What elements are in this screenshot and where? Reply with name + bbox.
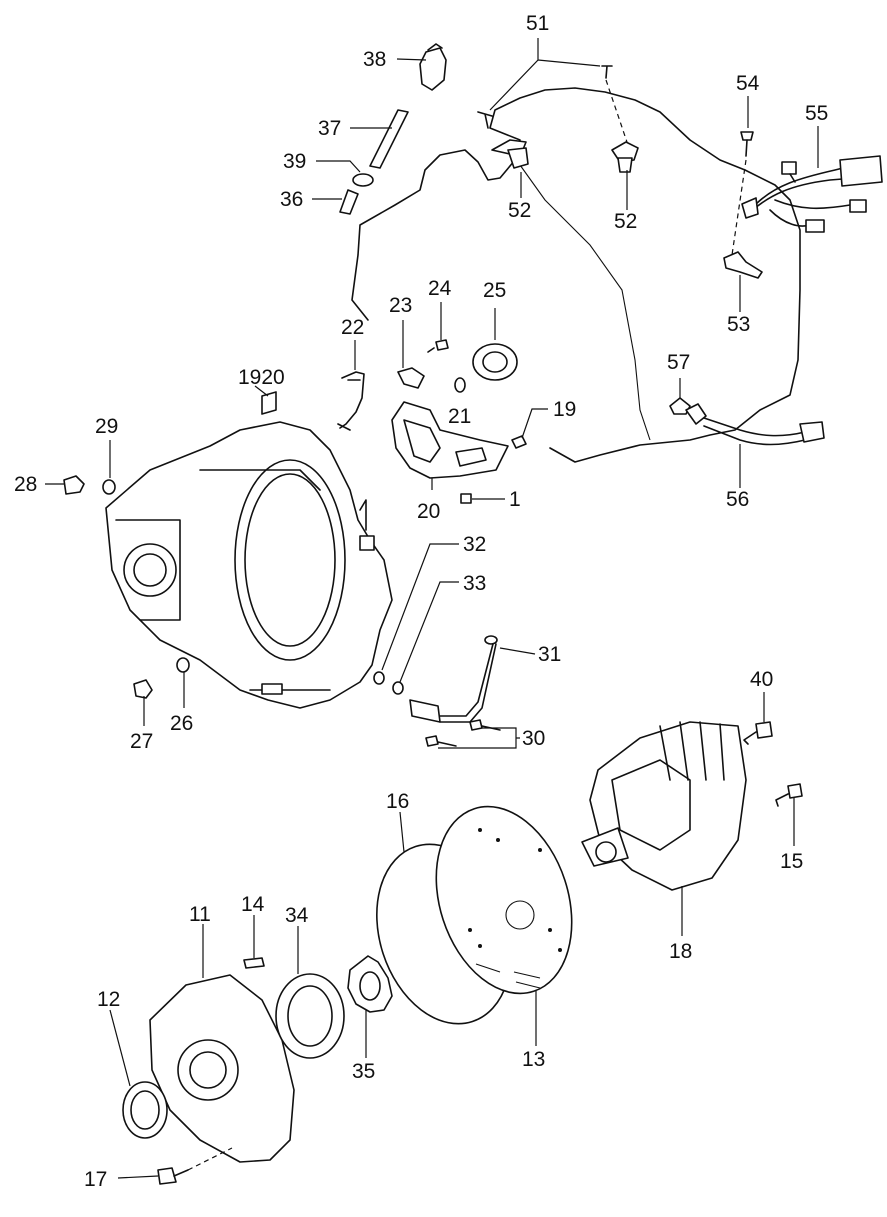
callout-54: 54	[736, 72, 760, 95]
callout-36: 36	[280, 188, 303, 211]
part-55-harness	[741, 155, 883, 233]
part-17-bolt	[157, 1167, 189, 1185]
callout-56: 56	[726, 488, 749, 511]
callout-38: 38	[363, 48, 386, 71]
part-39-clip	[352, 173, 374, 187]
part-25-bearing	[472, 343, 518, 381]
part-18-pump-assembly	[581, 721, 747, 891]
callout-1: 1	[509, 488, 521, 511]
callout-14: 14	[241, 893, 265, 916]
callout-29: 29	[95, 415, 118, 438]
callout-27: 27	[130, 730, 153, 753]
part-40-bolt	[743, 721, 773, 745]
part-28-plug	[63, 475, 85, 495]
callout-11: 11	[189, 903, 211, 926]
callout-26: 26	[170, 712, 193, 735]
part-33-oring	[392, 681, 404, 695]
callout-40: 40	[750, 668, 773, 691]
callout-15: 15	[780, 850, 803, 873]
callout-19: 19	[553, 398, 576, 421]
part-15-bolt	[775, 783, 803, 807]
part-54-bolt	[740, 131, 754, 157]
part-52-sensor-right	[611, 141, 639, 173]
callout-39: 39	[283, 150, 306, 173]
callout-20: 20	[417, 500, 440, 523]
callout-labels: 38 51 54 55 37 39 36 52 52 53 24 25 23 2…	[14, 12, 828, 1191]
converter-housing	[105, 421, 393, 709]
part-24-bolt	[427, 339, 449, 353]
part-27-plug	[133, 679, 153, 699]
part-11-pump-cover	[149, 974, 295, 1163]
part-19-bolt	[511, 435, 527, 449]
callout-34: 34	[285, 904, 309, 927]
part-51-bolt-left	[477, 111, 493, 129]
part-37-tube	[369, 109, 409, 169]
callout-18: 18	[669, 940, 692, 963]
callout-30: 30	[522, 727, 545, 750]
part-36-fitting	[339, 189, 359, 215]
callout-52b: 52	[614, 210, 637, 233]
callout-21: 21	[448, 405, 471, 428]
callout-17: 17	[84, 1168, 107, 1191]
part-56-cable	[685, 403, 825, 446]
part-52-sensor-left	[491, 139, 529, 169]
callout-57: 57	[667, 351, 690, 374]
part-26-oring	[176, 657, 190, 673]
callout-32: 32	[463, 533, 486, 556]
part-21-oring	[454, 377, 466, 393]
leader-lines	[45, 38, 819, 1179]
part-20-cover	[391, 401, 509, 479]
callout-28: 28	[14, 473, 37, 496]
part-22-pipe	[339, 371, 365, 429]
callout-53: 53	[727, 313, 750, 336]
callout-33: 33	[463, 572, 486, 595]
callout-23: 23	[389, 294, 412, 317]
callout-13: 13	[522, 1048, 545, 1071]
callout-1920: 1920	[238, 366, 285, 389]
part-38-breather	[419, 43, 447, 91]
case-inner-line	[519, 164, 651, 441]
part-1-block	[460, 493, 472, 504]
callout-35: 35	[352, 1060, 375, 1083]
callout-25: 25	[483, 279, 506, 302]
part-51-bolt-right	[601, 65, 613, 79]
callout-51: 51	[526, 12, 549, 35]
part-34-outer-gear	[275, 973, 345, 1059]
part-1920-bracket	[261, 391, 277, 415]
callout-16: 16	[386, 790, 409, 813]
callout-37: 37	[318, 117, 341, 140]
callout-12: 12	[97, 988, 120, 1011]
part-32-oring	[373, 671, 385, 685]
part-23-clamp	[397, 367, 425, 389]
callout-55: 55	[805, 102, 828, 125]
part-29-washer	[102, 479, 116, 495]
callout-31: 31	[538, 643, 561, 666]
callout-22: 22	[341, 316, 364, 339]
part-35-inner-gear	[347, 955, 393, 1013]
part-14-pin	[243, 957, 265, 969]
part-31-pipe	[409, 635, 498, 723]
transmission-case-outline	[351, 87, 801, 463]
part-53-bracket	[723, 251, 763, 279]
part-13-plate	[435, 805, 573, 995]
callout-24: 24	[428, 277, 452, 300]
part-12-seal	[122, 1081, 168, 1139]
callout-52a: 52	[508, 199, 531, 222]
part-30-bolts	[425, 719, 501, 747]
